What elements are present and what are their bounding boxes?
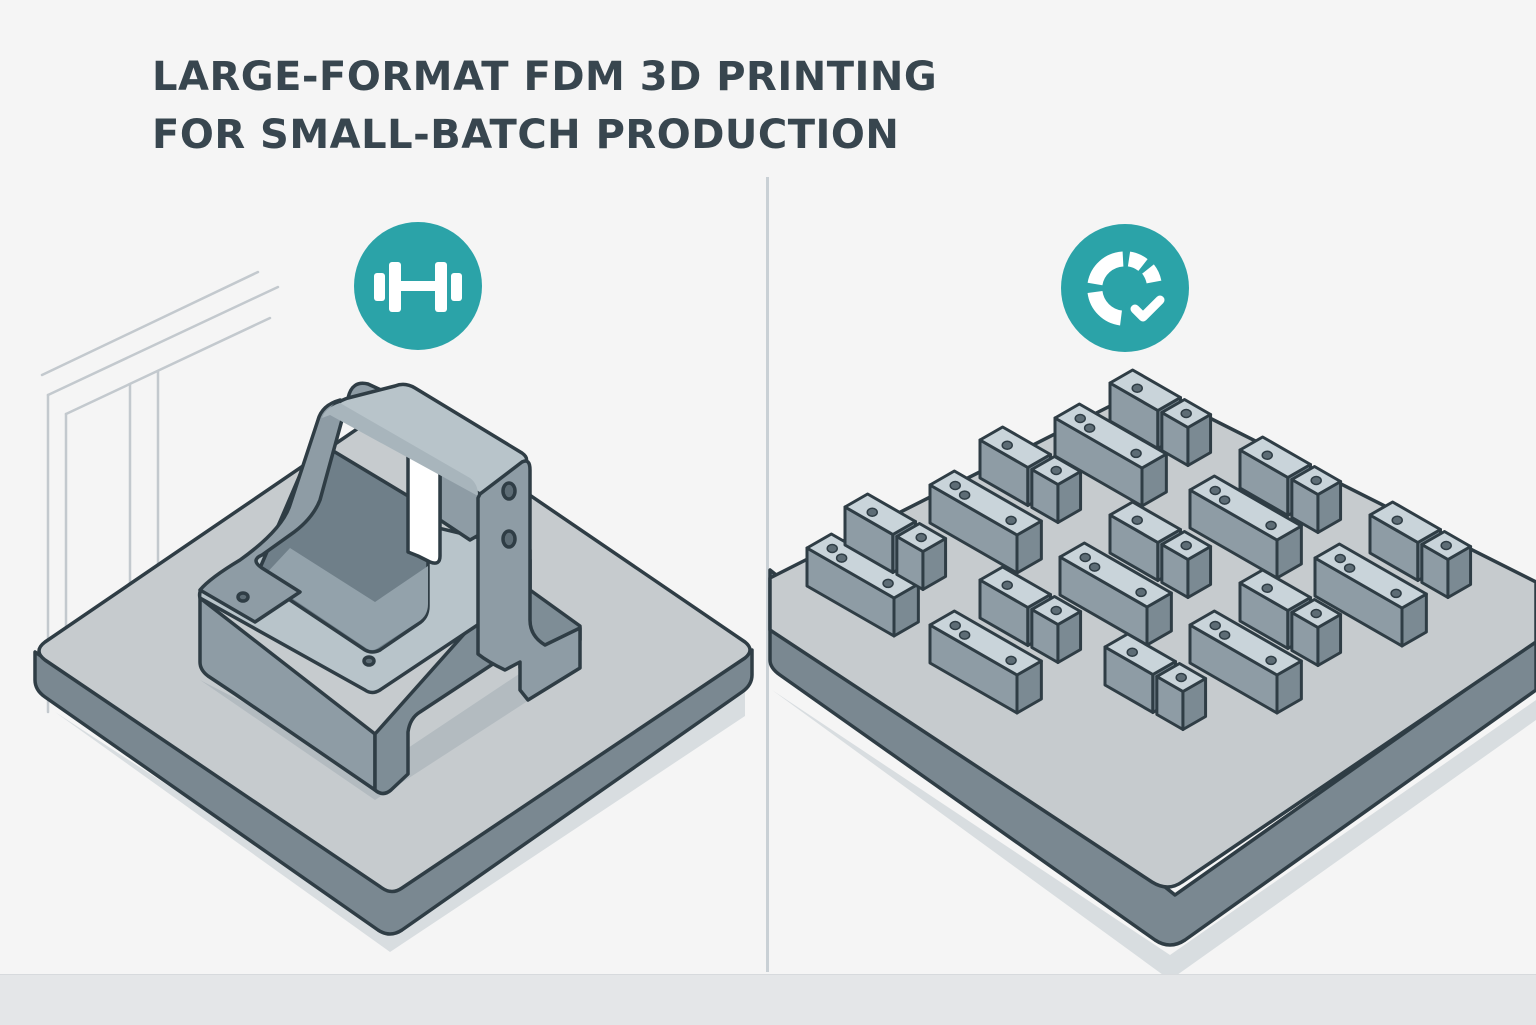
- batch-part-clip: [1108, 500, 1213, 599]
- large-bracket-part: [197, 381, 582, 800]
- panel-divider: [766, 177, 769, 972]
- batch-part-bar: [928, 609, 1043, 715]
- batch-part-bar: [928, 469, 1043, 575]
- batch-part-clip: [1103, 632, 1208, 731]
- batch-part-clip: [978, 565, 1083, 664]
- footer-bar: [0, 974, 1536, 1025]
- title-line-2: FOR SMALL-BATCH PRODUCTION: [152, 112, 900, 158]
- cycle-check-icon: [1087, 251, 1170, 326]
- batch-part-clip: [1238, 435, 1343, 534]
- batch-part-bar: [805, 532, 920, 638]
- batch-parts-group: [805, 368, 1473, 731]
- batch-part-clip: [1238, 568, 1343, 667]
- batch-part-bar: [1313, 542, 1428, 648]
- batch-part-clip: [1108, 368, 1213, 467]
- repeatability-badge: [1061, 224, 1189, 352]
- title-line-1: LARGE-FORMAT FDM 3D PRINTING: [152, 54, 938, 100]
- batch-part-clip: [1368, 500, 1473, 599]
- batch-part-bar: [1188, 609, 1303, 715]
- batch-part-clip: [843, 492, 948, 591]
- page-title: LARGE-FORMAT FDM 3D PRINTING FOR SMALL-B…: [152, 48, 937, 164]
- dumbbell-icon: [374, 262, 462, 312]
- strength-badge: [354, 222, 482, 350]
- batch-part-bar: [1188, 474, 1303, 580]
